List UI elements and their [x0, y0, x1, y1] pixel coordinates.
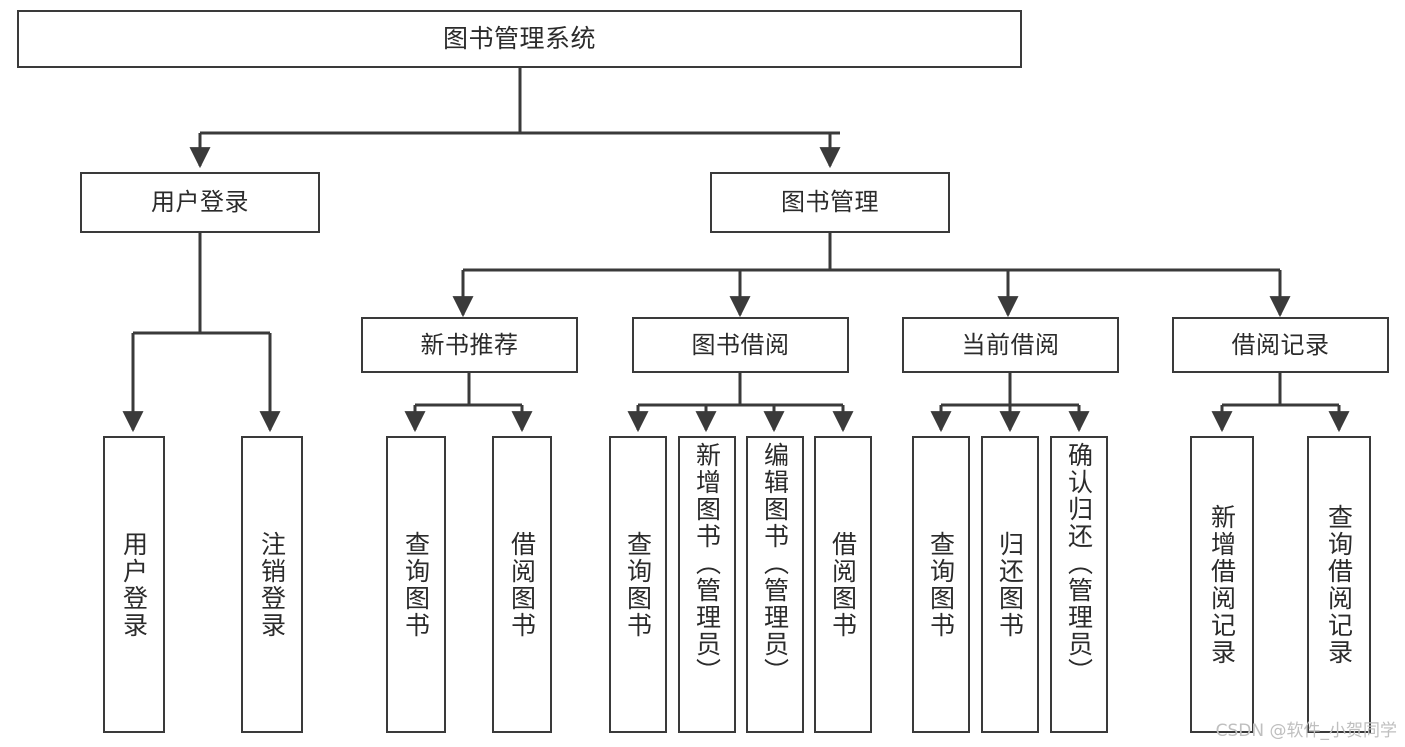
leaf-user-login-login[interactable]: 用户登录 — [103, 436, 165, 733]
node-label: 查询图书 — [624, 530, 652, 639]
node-root-book-management-system[interactable]: 图书管理系统 — [17, 10, 1022, 68]
leaf-record-add-borrow-record[interactable]: 新增借阅记录 — [1190, 436, 1254, 733]
leaf-borrow-edit-book-admin[interactable]: 编辑图书（管理员） — [746, 436, 804, 733]
leaf-new-book-query-books[interactable]: 查询图书 — [386, 436, 446, 733]
node-label: 查询图书 — [402, 530, 430, 639]
node-book-borrow[interactable]: 图书借阅 — [632, 317, 849, 373]
leaf-user-login-logout[interactable]: 注销登录 — [241, 436, 303, 733]
node-label: 查询图书 — [927, 530, 955, 639]
leaf-current-return-books[interactable]: 归还图书 — [981, 436, 1039, 733]
node-label: 新增图书（管理员） — [693, 442, 721, 685]
node-label: 图书管理 — [781, 188, 879, 217]
node-label: 新书推荐 — [420, 330, 519, 359]
leaf-borrow-query-books[interactable]: 查询图书 — [609, 436, 667, 733]
leaf-borrow-add-book-admin[interactable]: 新增图书（管理员） — [678, 436, 736, 733]
node-label: 图书借阅 — [691, 330, 790, 359]
node-label: 当前借阅 — [961, 330, 1060, 359]
leaf-current-confirm-return-admin[interactable]: 确认归还（管理员） — [1050, 436, 1108, 733]
node-label: 注销登录 — [258, 530, 286, 639]
node-label: 新增借阅记录 — [1208, 503, 1236, 666]
node-label: 图书管理系统 — [442, 24, 596, 54]
leaf-new-book-borrow-books[interactable]: 借阅图书 — [492, 436, 552, 733]
node-label: 借阅图书 — [508, 530, 536, 639]
node-label: 归还图书 — [996, 530, 1024, 639]
leaf-current-query-books[interactable]: 查询图书 — [912, 436, 970, 733]
node-label: 借阅记录 — [1231, 330, 1330, 359]
node-label: 借阅图书 — [829, 530, 857, 639]
leaf-borrow-borrow-books[interactable]: 借阅图书 — [814, 436, 872, 733]
node-label: 确认归还（管理员） — [1065, 442, 1093, 685]
leaf-record-query-borrow-record[interactable]: 查询借阅记录 — [1307, 436, 1371, 733]
node-user-login[interactable]: 用户登录 — [80, 172, 320, 233]
node-label: 用户登录 — [151, 188, 249, 217]
node-current-borrow[interactable]: 当前借阅 — [902, 317, 1119, 373]
node-label: 用户登录 — [120, 530, 148, 639]
csdn-watermark: CSDN @软件_小贺同学 — [1215, 721, 1397, 741]
node-label: 编辑图书（管理员） — [761, 442, 789, 685]
node-label: 查询借阅记录 — [1325, 503, 1353, 666]
node-new-book-recommend[interactable]: 新书推荐 — [361, 317, 578, 373]
node-book-management[interactable]: 图书管理 — [710, 172, 950, 233]
node-borrow-record[interactable]: 借阅记录 — [1172, 317, 1389, 373]
